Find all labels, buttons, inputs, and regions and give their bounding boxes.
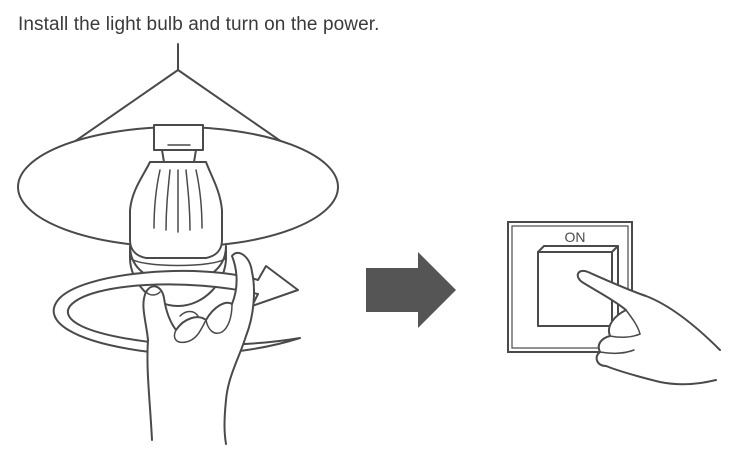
hand-rotating-icon (142, 251, 255, 445)
hand-pressing-icon (576, 270, 721, 386)
switch-on-label: ON (565, 229, 586, 245)
next-step-arrow-icon (366, 252, 456, 328)
instruction-text: Install the light bulb and turn on the p… (18, 14, 380, 35)
